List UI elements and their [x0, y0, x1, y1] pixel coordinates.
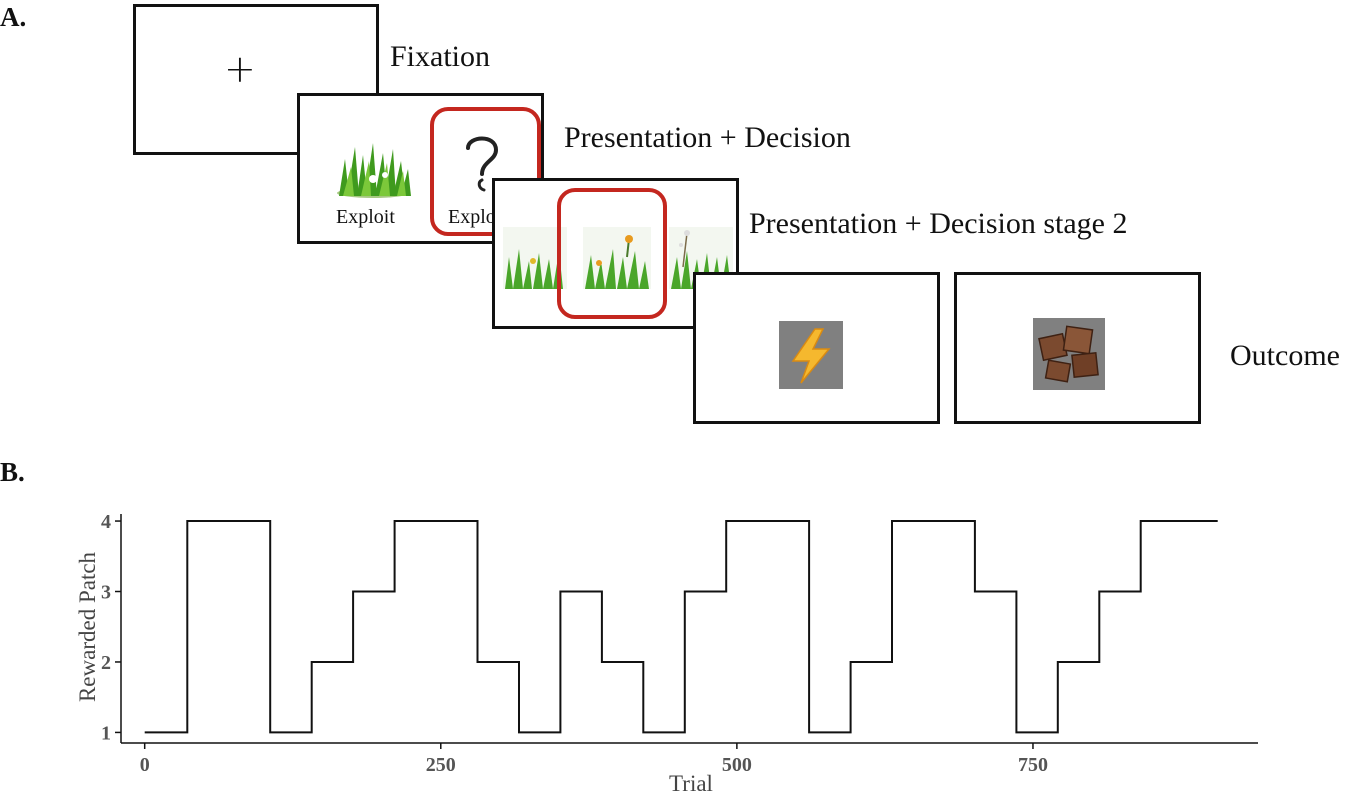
- exploit-option-label: Exploit: [336, 206, 395, 228]
- x-tick-label: 250: [426, 754, 456, 776]
- decision-stage2-label: Presentation + Decision stage 2: [749, 207, 1128, 240]
- y-tick-label: 2: [101, 652, 111, 674]
- selected-option-highlight: [430, 107, 541, 236]
- lightning-bolt-icon: [779, 321, 843, 389]
- chocolate-icon: [1033, 318, 1105, 390]
- selected-patch-highlight: [557, 188, 667, 319]
- fixation-screen: +: [133, 4, 379, 155]
- outcome-chocolate-screen: [954, 272, 1201, 424]
- y-tick-label: 1: [101, 722, 111, 744]
- question-mark-icon: [466, 136, 499, 192]
- grass-strip-left: [503, 227, 567, 289]
- outcome-shock-screen: [693, 272, 940, 424]
- y-tick-label: 4: [101, 511, 111, 533]
- x-tick-label: 500: [722, 754, 752, 776]
- grass-strip-center: [583, 227, 651, 289]
- panel-a-label: A.: [0, 2, 27, 32]
- grass-patch-icon: [337, 143, 411, 198]
- panel-b-label: B.: [0, 457, 25, 487]
- rewarded-patch-chart: 1 2 3 4 0 250 500 750 Trial Rewarded Patch: [75, 511, 1258, 794]
- x-axis-label: Trial: [669, 771, 713, 794]
- y-axis-label: Rewarded Patch: [75, 551, 100, 702]
- fixation-label: Fixation: [390, 40, 491, 73]
- fixation-cross: +: [224, 47, 256, 91]
- y-tick-label: 3: [101, 582, 111, 604]
- decision-label: Presentation + Decision: [564, 121, 851, 154]
- outcome-label: Outcome: [1230, 339, 1340, 372]
- x-tick-label: 750: [1018, 754, 1048, 776]
- rewarded-patch-series-line: [144, 520, 1218, 734]
- x-tick-label: 0: [140, 754, 150, 776]
